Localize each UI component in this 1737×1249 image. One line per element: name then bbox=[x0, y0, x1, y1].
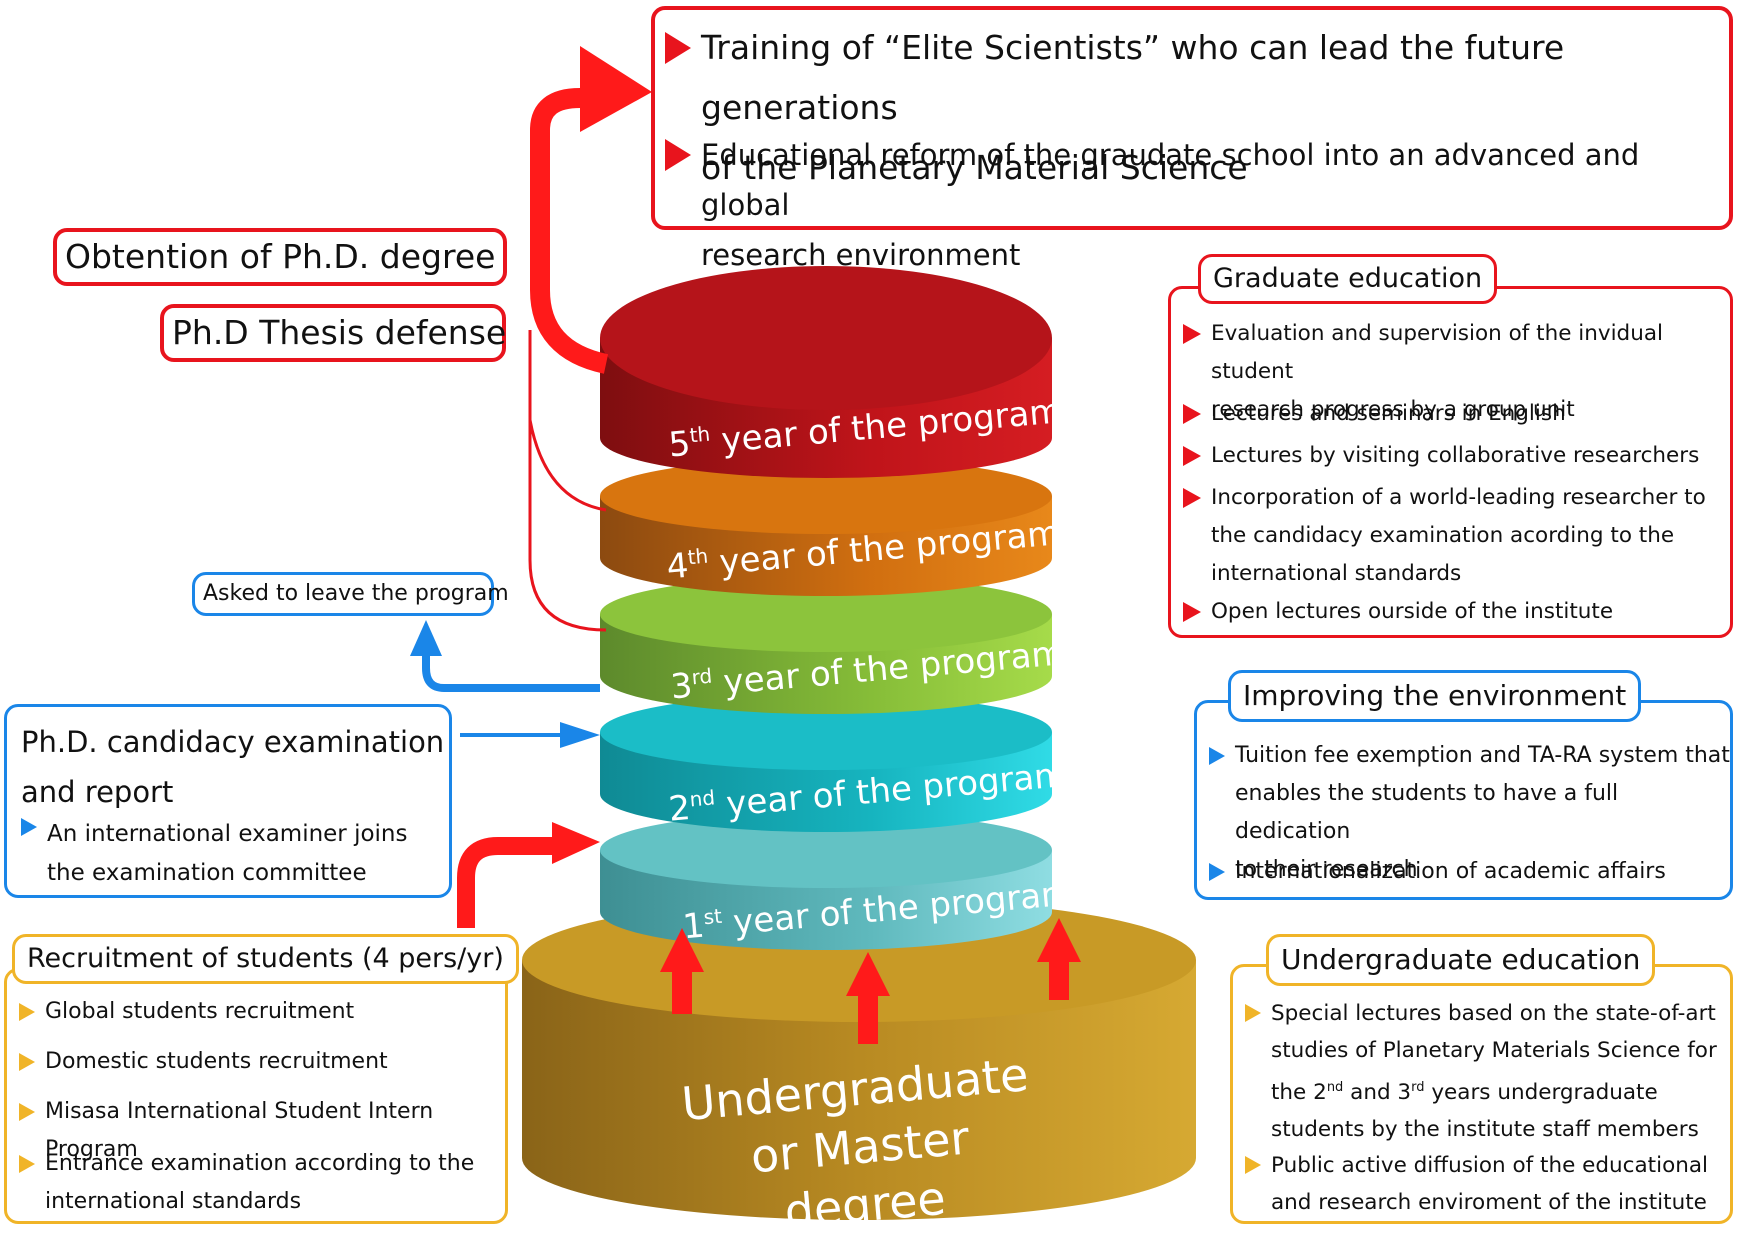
year5-disk bbox=[600, 266, 1052, 478]
graduate-item: Lectures by visiting collaborative resea… bbox=[1183, 437, 1699, 475]
year4-disk bbox=[600, 458, 1052, 596]
triangle-bullet-icon bbox=[665, 139, 691, 171]
triangle-bullet-icon bbox=[1209, 863, 1225, 881]
candidacy-title: Ph.D. candidacy examination and report bbox=[21, 725, 445, 809]
undergraduate-item: Public active diffusion of the education… bbox=[1245, 1147, 1708, 1221]
year1-disk bbox=[600, 812, 1052, 950]
recruitment-box: Global students recruitment Domestic stu… bbox=[4, 968, 508, 1224]
recruitment-item: Misasa International Student Intern Prog… bbox=[19, 1093, 505, 1169]
triangle-bullet-icon bbox=[19, 1053, 35, 1071]
goal-item: Educational reform of the graudate schoo… bbox=[665, 130, 1729, 280]
graduate-title: Graduate education bbox=[1198, 254, 1498, 304]
phd-degree-label: Obtention of Ph.D. degree bbox=[53, 228, 507, 286]
asked-to-leave-label: Asked to leave the program bbox=[192, 572, 509, 616]
recruitment-item: Entrance examination according to the in… bbox=[19, 1145, 474, 1221]
year2-disk bbox=[600, 694, 1052, 832]
goal-item: Training of “Elite Scientists” who can l… bbox=[665, 18, 1729, 198]
triangle-bullet-icon bbox=[19, 1103, 35, 1121]
goals-box: Training of “Elite Scientists” who can l… bbox=[651, 6, 1733, 272]
triangle-bullet-icon bbox=[21, 818, 37, 836]
leave-arrowhead bbox=[410, 620, 442, 656]
environment-title: Improving the environment bbox=[1228, 670, 1642, 722]
goal-arrowhead bbox=[580, 46, 652, 132]
triangle-bullet-icon bbox=[1183, 324, 1201, 344]
graduate-item: Incorporation of a world-leading researc… bbox=[1183, 479, 1706, 593]
environment-item: Internationalization of academic affairs bbox=[1209, 853, 1666, 891]
candidacy-arrowhead bbox=[560, 722, 600, 748]
recruitment-arrowhead bbox=[552, 822, 600, 864]
recruitment-arrow bbox=[457, 837, 556, 928]
triangle-bullet-icon bbox=[1183, 602, 1201, 622]
candidacy-box: Ph.D. candidacy examination and report A… bbox=[4, 704, 452, 898]
triangle-bullet-icon bbox=[1183, 488, 1201, 508]
graduate-box: Evaluation and supervision of the invidu… bbox=[1168, 286, 1733, 638]
graduate-item: Open lectures ourside of the institute bbox=[1183, 593, 1613, 631]
undergraduate-title: Undergraduate education bbox=[1266, 934, 1656, 986]
thesis-defense-label: Ph.D Thesis defense bbox=[160, 304, 506, 362]
recruitment-item: Domestic students recruitment bbox=[19, 1043, 388, 1081]
up-arrows bbox=[660, 918, 1081, 1044]
base-label: Undergraduate or Master degree bbox=[679, 1047, 1031, 1239]
year3-disk bbox=[600, 576, 1052, 714]
graduate-item: Lectures and seminars in English bbox=[1183, 395, 1566, 433]
recruitment-item: Global students recruitment bbox=[19, 993, 354, 1031]
recruitment-title: Recruitment of students (4 pers/yr) bbox=[12, 934, 519, 984]
triangle-bullet-icon bbox=[1183, 404, 1201, 424]
undergraduate-item: Special lectures based on the state-of-a… bbox=[1245, 995, 1717, 1148]
triangle-bullet-icon bbox=[1183, 446, 1201, 466]
candidacy-item: An international examiner joins the exam… bbox=[21, 815, 408, 893]
triangle-bullet-icon bbox=[1245, 1004, 1261, 1022]
triangle-bullet-icon bbox=[1245, 1156, 1261, 1174]
triangle-bullet-icon bbox=[19, 1155, 35, 1173]
environment-box: Tuition fee exemption and TA-RA system t… bbox=[1194, 700, 1733, 900]
graduate-item: Evaluation and supervision of the invidu… bbox=[1183, 315, 1730, 429]
triangle-bullet-icon bbox=[1209, 747, 1225, 765]
triangle-bullet-icon bbox=[665, 32, 691, 64]
undergraduate-box: Special lectures based on the state-of-a… bbox=[1230, 964, 1733, 1224]
environment-item: Tuition fee exemption and TA-RA system t… bbox=[1209, 737, 1730, 889]
triangle-bullet-icon bbox=[19, 1003, 35, 1021]
